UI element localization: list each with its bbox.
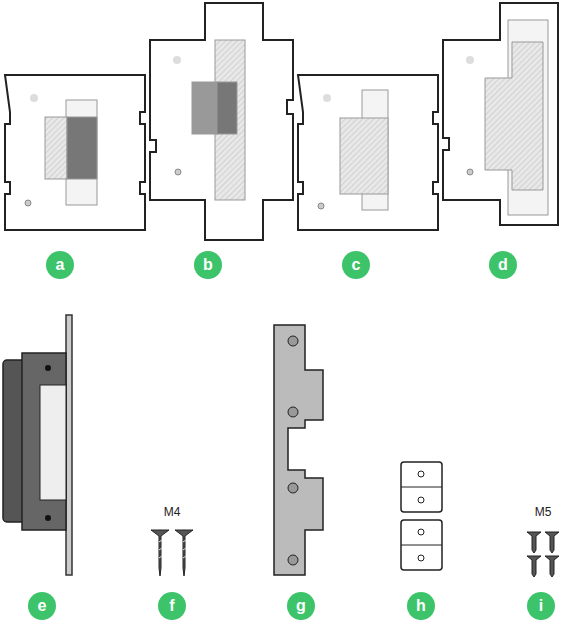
callout-letter: c: [352, 257, 361, 273]
callout-letter: a: [56, 257, 65, 273]
callout-letter: i: [539, 598, 543, 614]
callout-circle: f: [158, 592, 186, 620]
callout-circle: g: [287, 592, 315, 620]
screw-size-label: M4: [164, 505, 181, 519]
callout-circle: h: [407, 592, 435, 620]
callout-circle: e: [28, 592, 56, 620]
callout-letter: e: [38, 598, 47, 614]
callout-letter: d: [498, 257, 508, 273]
callout-circle: i: [527, 592, 555, 620]
callout-letter: f: [169, 598, 174, 614]
callout-letter: b: [203, 257, 213, 273]
callout-circle: a: [46, 251, 74, 279]
callout-circle: d: [489, 251, 517, 279]
callout-circle: b: [194, 251, 222, 279]
callout-letter: g: [296, 598, 306, 614]
screw-size-label: M5: [535, 505, 552, 519]
callout-circle: c: [342, 251, 370, 279]
callout-letter: h: [416, 598, 426, 614]
